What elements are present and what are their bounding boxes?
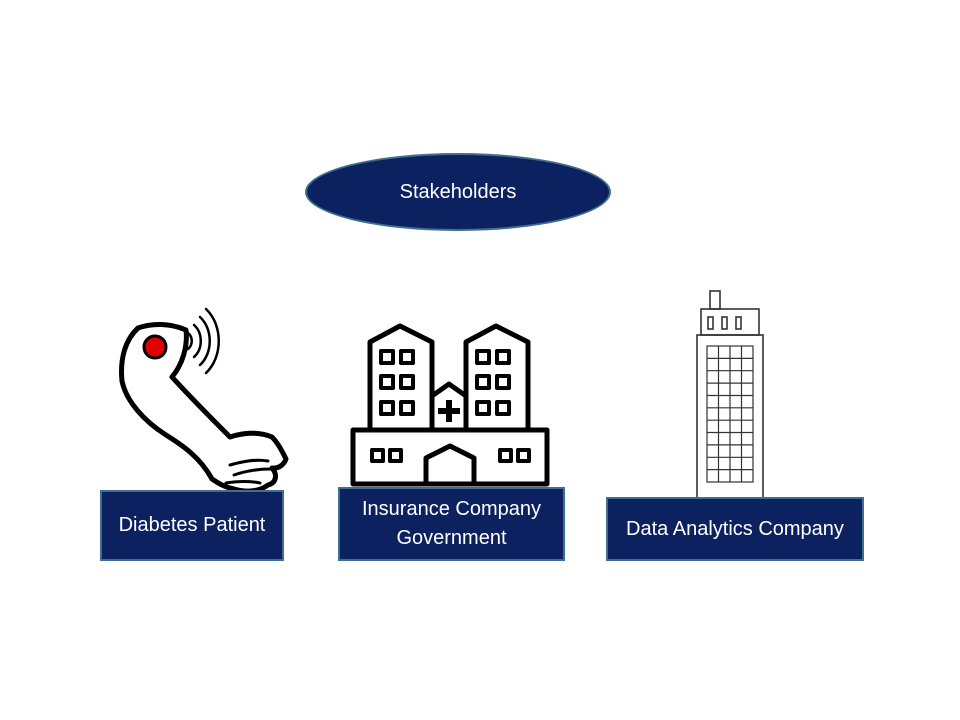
office-tower-icon [696, 290, 764, 499]
center-block [430, 381, 469, 428]
arm-sensor-icon [119, 307, 289, 494]
glucose-sensor [142, 334, 168, 360]
stakeholder-label: Diabetes Patient [118, 514, 266, 536]
base-block [350, 427, 550, 487]
tower-window-grid [706, 345, 754, 483]
stakeholder-box-insurance: Insurance Company Government [338, 487, 565, 561]
stakeholder-label: Data Analytics Company [626, 517, 844, 540]
stakeholder-box-patient: Diabetes Patient [100, 490, 284, 561]
tower-top [700, 308, 760, 336]
stakeholder-label-line1: Insurance Company [362, 498, 541, 520]
stakeholder-box-analytics: Data Analytics Company [606, 497, 864, 561]
right-tower [463, 323, 531, 428]
hospital-icon [350, 323, 550, 487]
cross-symbol [438, 400, 460, 422]
tower-antenna [709, 290, 721, 310]
arm-outline [119, 322, 289, 494]
signal-waves-icon [186, 307, 220, 375]
stakeholders-title: Stakeholders [399, 180, 517, 203]
stakeholders-title-ellipse: Stakeholders [305, 153, 611, 231]
entrance [423, 443, 477, 484]
left-tower [367, 323, 435, 428]
windows [370, 349, 531, 463]
hand-fingers [224, 458, 272, 485]
stakeholder-label-line2: Government [396, 527, 507, 549]
